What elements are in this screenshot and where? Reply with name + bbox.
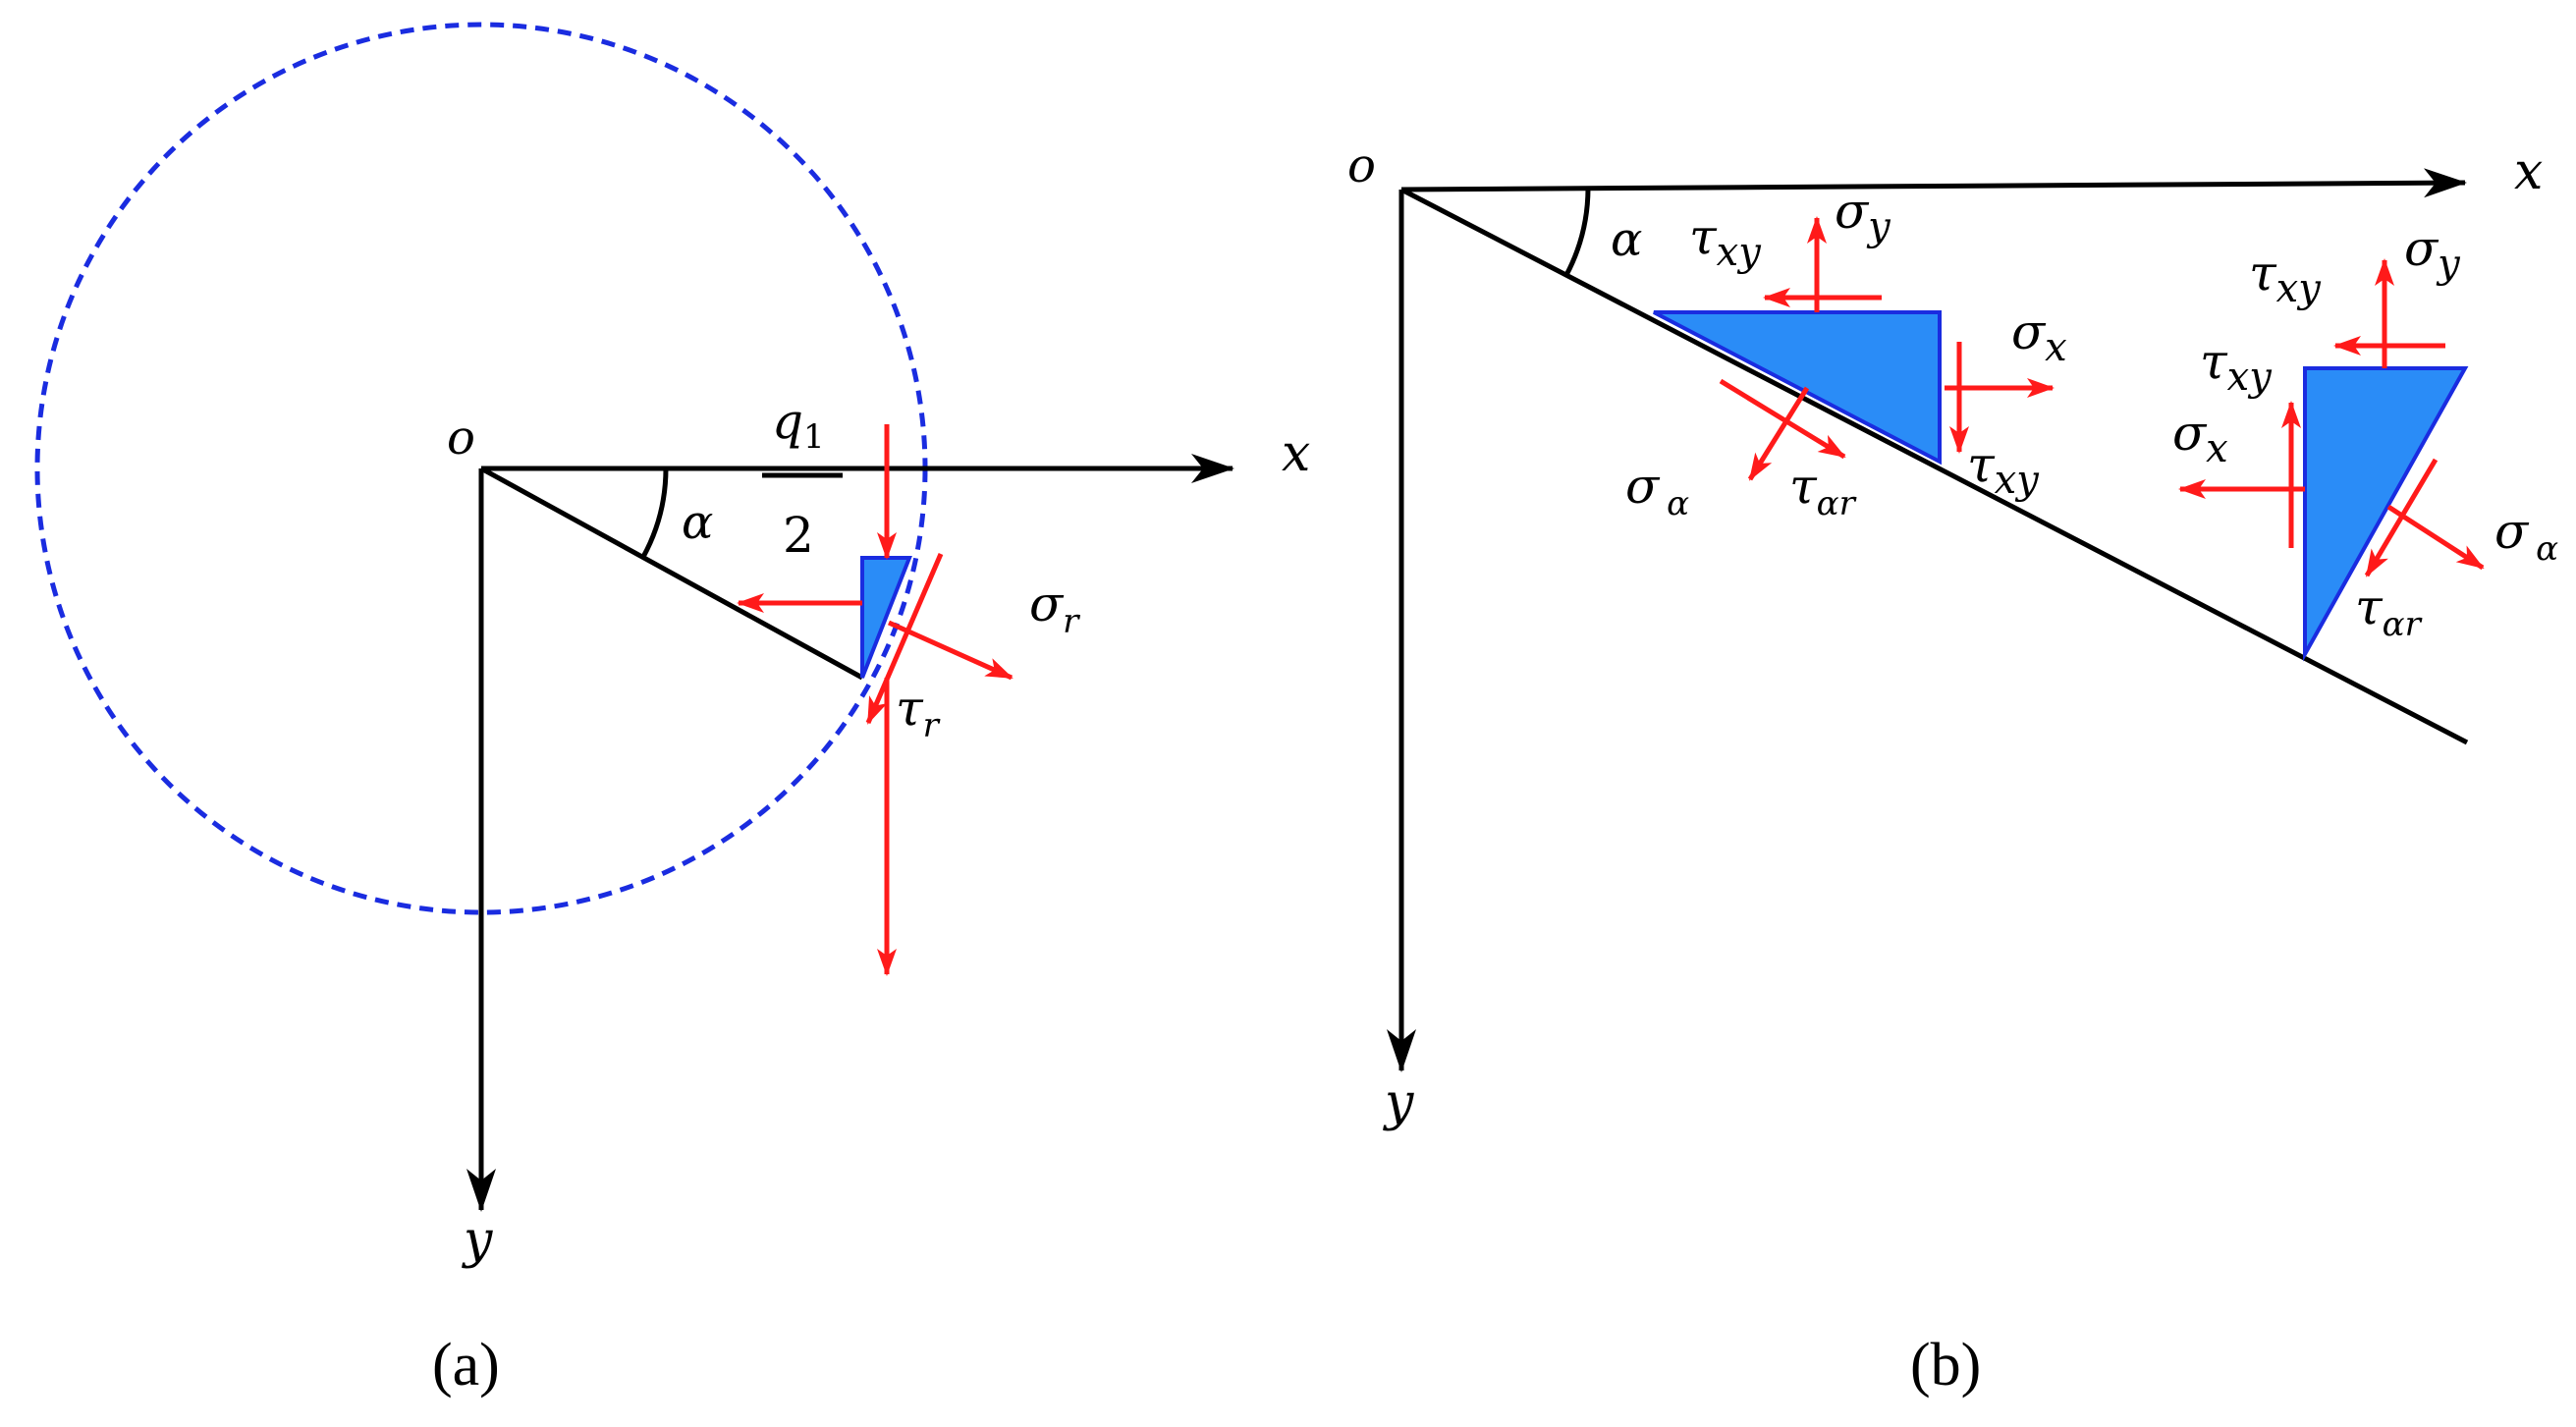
sigma-x-label-b2: σx (2172, 405, 2228, 471)
tau-alpha-r-label-b2: ταr (2355, 578, 2423, 644)
load-denominator: 2 (783, 507, 814, 564)
inclined-edge-b (1399, 187, 2469, 745)
y-axis-label-a: y (462, 1211, 493, 1270)
sigma-y-label-b1: σy (1835, 183, 1891, 249)
stress-element-a (860, 556, 912, 679)
inclined-edge-a (479, 466, 864, 681)
tau-xy-label-b1-side: τxy (1967, 436, 2040, 503)
tau-r-label: τr (896, 680, 941, 745)
tau-alpha-r-arrow-b1 (1719, 378, 1846, 460)
x-axis-label-a: x (1282, 424, 1310, 483)
angle-arc-a (640, 467, 669, 559)
origin-label-b: o (1347, 138, 1376, 193)
sigma-y-label-b2: σy (2404, 220, 2461, 287)
tau-xy-label-b1-top: τxy (1689, 208, 1762, 275)
load-numerator: q1 (772, 393, 825, 457)
origin-label-a: o (447, 411, 475, 466)
sigma-alpha-arrow-b1 (1747, 386, 1810, 481)
y-axis-label-b: y (1383, 1073, 1414, 1132)
tau-xy-label-b2-top: τxy (2249, 245, 2322, 311)
load-fraction: q1 2 (762, 393, 843, 564)
angle-arc-b (1563, 188, 1591, 277)
caption-b: (b) (1910, 1332, 1981, 1399)
tau-r-arrow (865, 553, 944, 725)
caption-a: (a) (432, 1332, 500, 1399)
tau-alpha-r-arrow-b2 (2364, 458, 2439, 577)
sigma-x-label-b1: σx (2011, 303, 2067, 370)
angle-label-a: α (682, 495, 713, 550)
tau-xy-label-b2-side: τxy (2200, 333, 2273, 400)
stress-element-b1 (1653, 310, 1942, 466)
tau-alpha-r-label-b1: ταr (1789, 458, 1857, 523)
x-axis-b (1400, 168, 2467, 198)
panel-a: o x y α q1 2 σr τr (a) (34, 22, 1310, 1399)
sigma-r-label: σr (1029, 576, 1080, 641)
x-axis-label-b: x (2514, 142, 2543, 201)
angle-label-b: α (1611, 212, 1642, 267)
